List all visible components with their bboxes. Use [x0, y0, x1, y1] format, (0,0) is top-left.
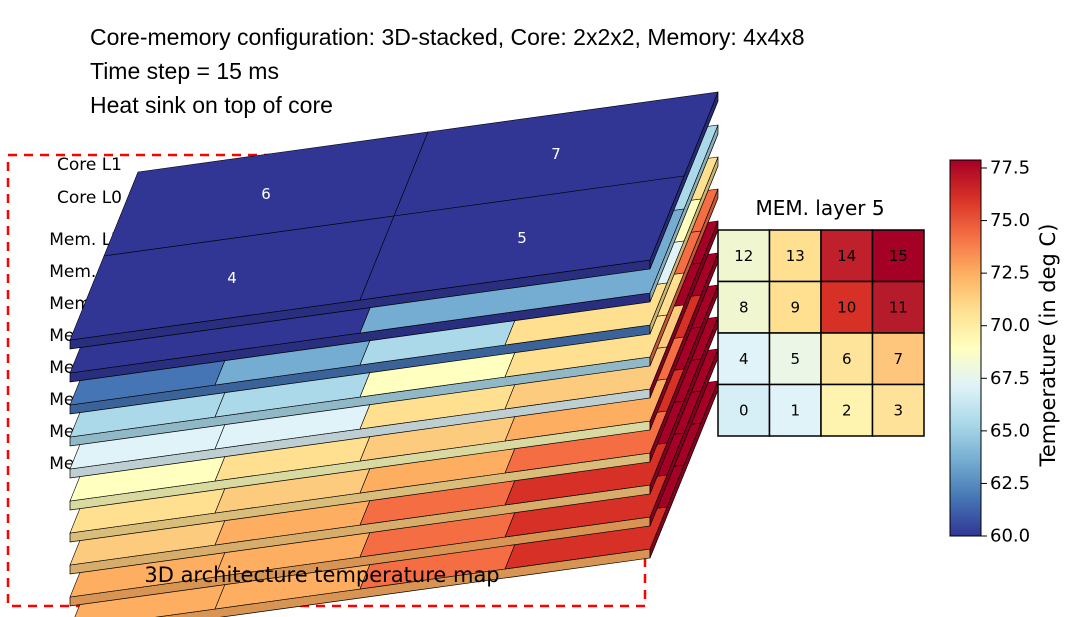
config-line: Core-memory configuration: 3D-stacked, C…: [90, 24, 805, 50]
layer-label: Mem. L7: [49, 230, 122, 250]
layer-map-cell-label: 2: [842, 401, 852, 419]
layer-map-cell-label: 1: [790, 401, 800, 419]
colorbar-ticks: 60.0 62.5 65.0 67.5 70.0 72.5 75.0 77.5: [981, 158, 1030, 547]
layer-map-cell-label: 0: [739, 401, 749, 419]
layer-map-cell: [768, 229, 822, 283]
layer-map-cell-label: 3: [893, 401, 903, 419]
colorbar-tick-label: 75.0: [990, 210, 1030, 231]
layer-map-cell-label: 5: [790, 350, 800, 368]
layer-map-cell-label: 8: [739, 298, 749, 316]
stack-layer: 6 7 4 5: [69, 91, 719, 350]
colorbar-tick-label: 72.5: [990, 263, 1030, 284]
layer-map-cell: [717, 383, 771, 437]
colorbar-tick-label: 67.5: [990, 368, 1030, 389]
layer-map-cell: [871, 332, 925, 386]
layer-map-cell-label: 4: [739, 350, 749, 368]
colorbar: [949, 159, 982, 537]
core-tile-label: 6: [261, 185, 271, 203]
layer-label: Core L0: [57, 188, 122, 208]
layer-map-cell-label: 10: [837, 298, 856, 316]
layer-map-title: MEM. layer 5: [755, 196, 884, 220]
layer-map-cell: [768, 280, 822, 334]
layer-map-cell: [871, 383, 925, 437]
layer-map-cell-label: 11: [889, 298, 908, 316]
time-step-line: Time step = 15 ms: [90, 58, 279, 84]
layer-map-cell-label: 15: [889, 247, 908, 265]
layer-map-cell: [871, 280, 925, 334]
colorbar-label: Temperature (in deg C): [1036, 224, 1060, 468]
layer-map-cell-label: 13: [786, 247, 805, 265]
core-tile-label: 4: [227, 269, 237, 287]
layer-map-cell-label: 14: [837, 247, 856, 265]
colorbar-tick-label: 70.0: [990, 315, 1030, 336]
layer-map-cell: [768, 383, 822, 437]
layer-map-cell: [717, 229, 771, 283]
colorbar-tick-label: 60.0: [990, 526, 1030, 547]
core-tile-label: 7: [551, 145, 561, 163]
colorbar-tick-label: 62.5: [990, 473, 1030, 494]
core-tile-label: 5: [517, 229, 527, 247]
layer-map-cell-label: 9: [790, 298, 800, 316]
stack-tile: [359, 175, 685, 301]
layer-map-cell-label: 12: [734, 247, 753, 265]
layer-map-cell-label: 7: [893, 350, 903, 368]
layer-map-cell-label: 6: [842, 350, 852, 368]
heat-sink-line: Heat sink on top of core: [90, 92, 333, 118]
stack-view-caption: 3D architecture temperature map: [144, 563, 499, 587]
colorbar-tick-label: 65.0: [990, 420, 1030, 441]
colorbar-tick-label: 77.5: [990, 158, 1030, 179]
layer-map-cell: [820, 280, 874, 334]
layer-label: Core L1: [57, 155, 122, 175]
